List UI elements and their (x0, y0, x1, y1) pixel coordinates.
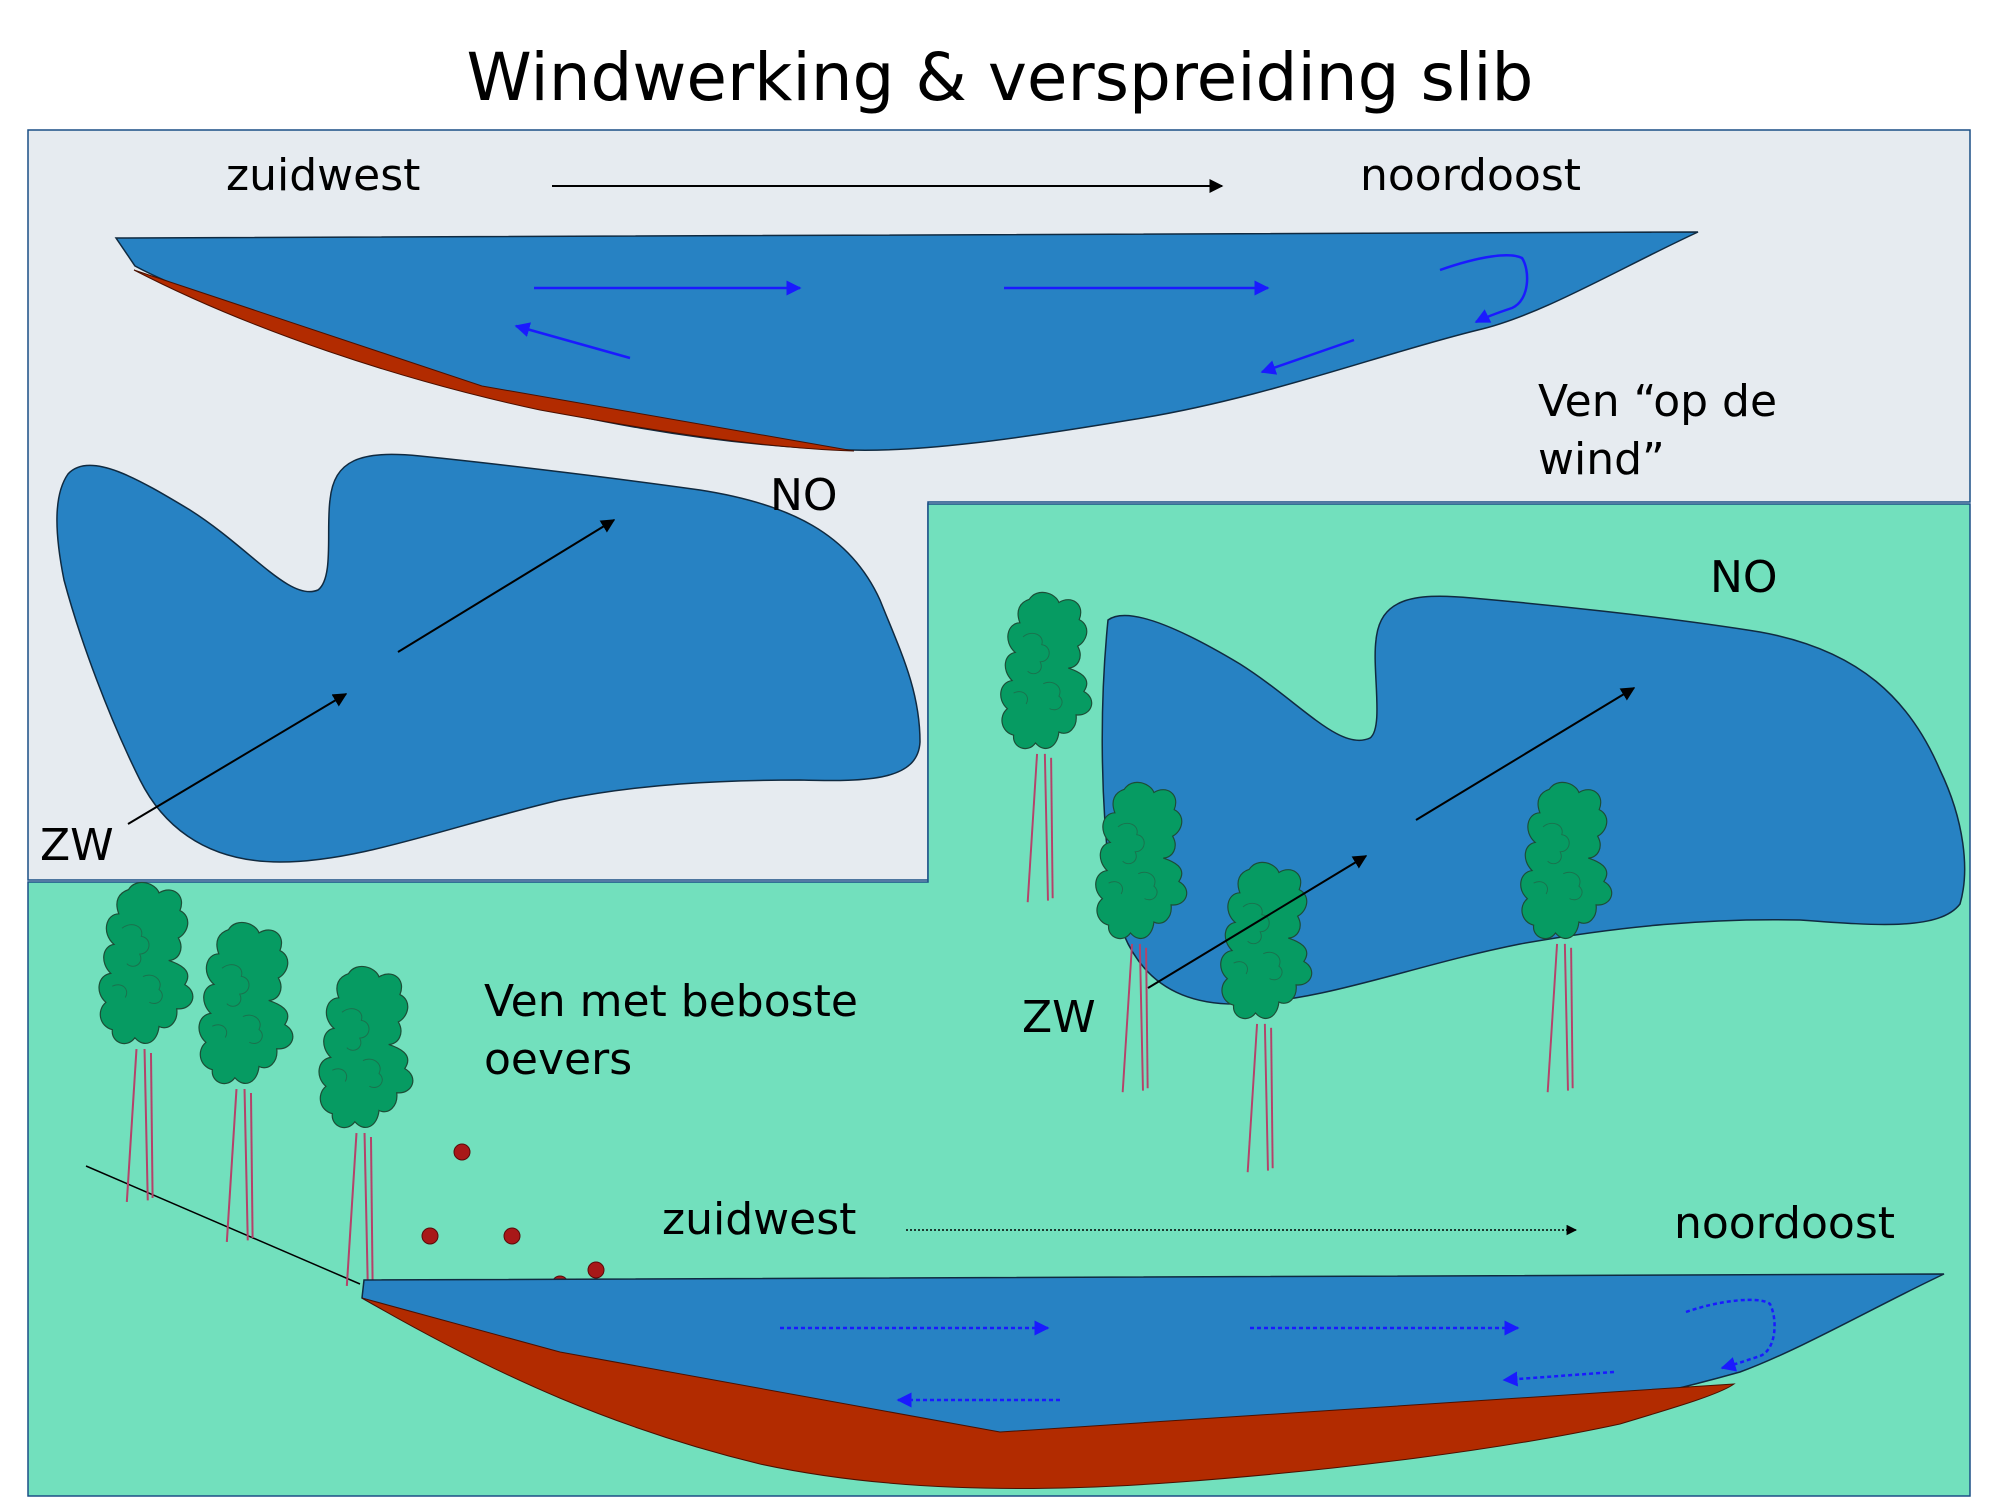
wind-arrow-sw-segment (1147, 855, 1368, 989)
leaf-particle-icon (587, 1261, 605, 1279)
leaf-particle-icon (453, 1143, 471, 1161)
current-arrow (1260, 338, 1355, 375)
wind-from-label: zuidwest (662, 1194, 856, 1245)
surface-currents-top (514, 254, 1529, 375)
sludge-deposit-top (133, 269, 855, 452)
caption-windward-line1: Ven “op de (1538, 376, 1777, 427)
current-arrow (1502, 1370, 1615, 1387)
sludge-deposit-bottom (361, 1297, 1736, 1489)
wind-to-label: noordoost (1674, 1198, 1895, 1249)
lake-label-sw: ZW (40, 820, 114, 871)
wind-arrow-ne-segment (1415, 687, 1636, 821)
current-arrow (514, 322, 631, 360)
caption-forested-line1: Ven met beboste (484, 976, 858, 1027)
lake-plan-view-right (1101, 595, 1966, 1005)
lake-label-sw: ZW (1022, 992, 1096, 1043)
caption-windward-line2: wind” (1538, 434, 1665, 485)
wind-arrow-ne-segment (397, 519, 616, 653)
caption-forested-line2: oevers (484, 1034, 632, 1085)
leaf-particle-icon (503, 1227, 521, 1245)
wind-direction-indicator-top: zuidwest noordoost (226, 150, 1581, 201)
lake-label-ne: NO (1710, 552, 1778, 603)
surface-currents-bottom (780, 1298, 1776, 1408)
page-title: Windwerking & verspreiding slib (467, 39, 1534, 116)
lake-label-ne: NO (770, 470, 838, 521)
wind-arrow-sw-segment (127, 693, 348, 825)
wind-direction-indicator-bottom: zuidwest noordoost (662, 1194, 1895, 1249)
lake-plan-view-left (56, 453, 921, 863)
wind-from-label: zuidwest (226, 150, 420, 201)
wind-to-label: noordoost (1360, 150, 1581, 201)
current-arrow (1439, 254, 1529, 324)
slope-line (85, 1165, 361, 1285)
leaf-particle-icon (421, 1227, 439, 1245)
